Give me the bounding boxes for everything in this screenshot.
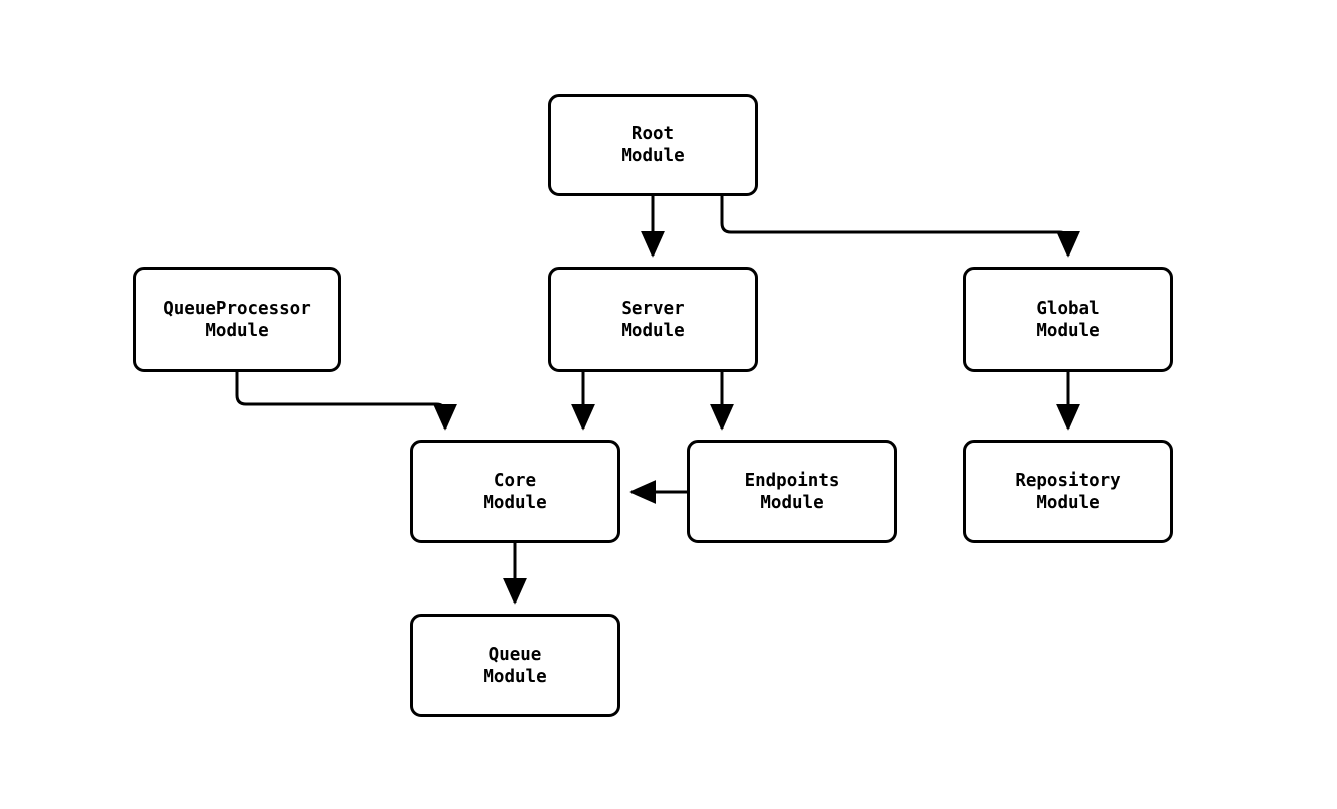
node-server-module[interactable]: Server Module [548, 267, 758, 372]
node-root-module-suffix: Module [621, 146, 685, 166]
node-queueprocessor-module[interactable]: QueueProcessor Module [133, 267, 341, 372]
node-global-module-name: Global [1036, 298, 1100, 319]
node-server-module-name: Server [621, 298, 685, 319]
node-endpoints-module[interactable]: Endpoints Module [687, 440, 897, 543]
node-root-module-name: Root [631, 124, 675, 144]
node-queue-module-name: Queue [488, 644, 542, 665]
node-repository-module[interactable]: Repository Module [963, 440, 1173, 543]
node-server-module-suffix: Module [621, 320, 685, 341]
node-global-module[interactable]: Global Module [963, 267, 1173, 372]
node-queue-module[interactable]: Queue Module [410, 614, 620, 717]
node-queueprocessor-module-name: QueueProcessor [163, 298, 311, 319]
node-core-module-name: Core [493, 470, 537, 491]
node-endpoints-module-name: Endpoints [744, 470, 840, 491]
node-repository-module-name: Repository [1015, 470, 1121, 491]
node-queueprocessor-module-suffix: Module [205, 320, 269, 341]
node-core-module[interactable]: Core Module [410, 440, 620, 543]
node-repository-module-suffix: Module [1036, 492, 1100, 513]
node-endpoints-module-suffix: Module [760, 492, 824, 513]
node-global-module-suffix: Module [1036, 320, 1100, 341]
edge-queueprocessor-to-core [235, 372, 457, 431]
edge-root-to-global [720, 196, 1080, 258]
node-queue-module-suffix: Module [483, 666, 547, 687]
node-root-module[interactable]: Root Module [548, 94, 758, 196]
node-core-module-suffix: Module [483, 492, 547, 513]
